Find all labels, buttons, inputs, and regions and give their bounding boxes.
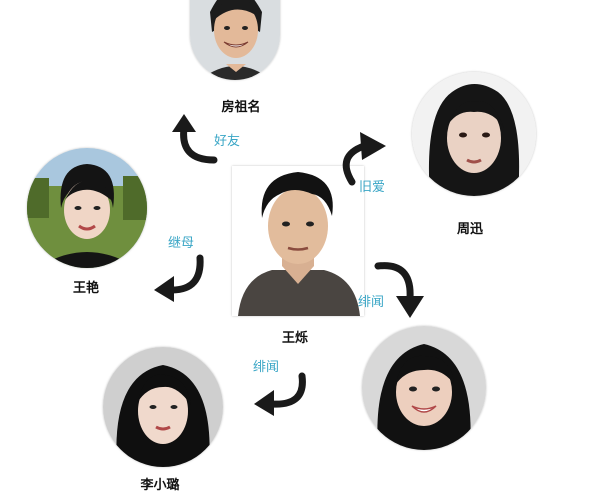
name-li-xiaolu: 李小璐 (140, 478, 180, 493)
name-zhou-xun: 周迅 (456, 222, 484, 237)
photo-rumor-girl-right (362, 326, 486, 450)
photo-zhou-xun (412, 72, 536, 196)
photo-fang-zuming (190, 0, 280, 80)
label-friend: 好友 (214, 134, 241, 149)
arrow-rumor-left (254, 372, 306, 416)
name-wang-yan: 王艳 (72, 281, 100, 296)
label-rumor-left: 绯闻 (253, 360, 280, 375)
arrow-ex-lover (342, 132, 386, 186)
arrow-rumor-right (374, 262, 424, 318)
photo-wang-yan (27, 148, 147, 268)
label-stepmother: 继母 (168, 236, 195, 251)
photo-wang-shuo (232, 166, 364, 316)
label-rumor-right: 绯闻 (358, 295, 385, 310)
name-wang-shuo: 王烁 (281, 331, 309, 346)
arrow-stepmother (154, 254, 204, 302)
label-ex-lover: 旧爱 (359, 180, 386, 195)
photo-li-xiaolu (103, 347, 223, 467)
name-fang-zuming: 房祖名 (221, 100, 261, 115)
arrow-friend (172, 114, 218, 164)
